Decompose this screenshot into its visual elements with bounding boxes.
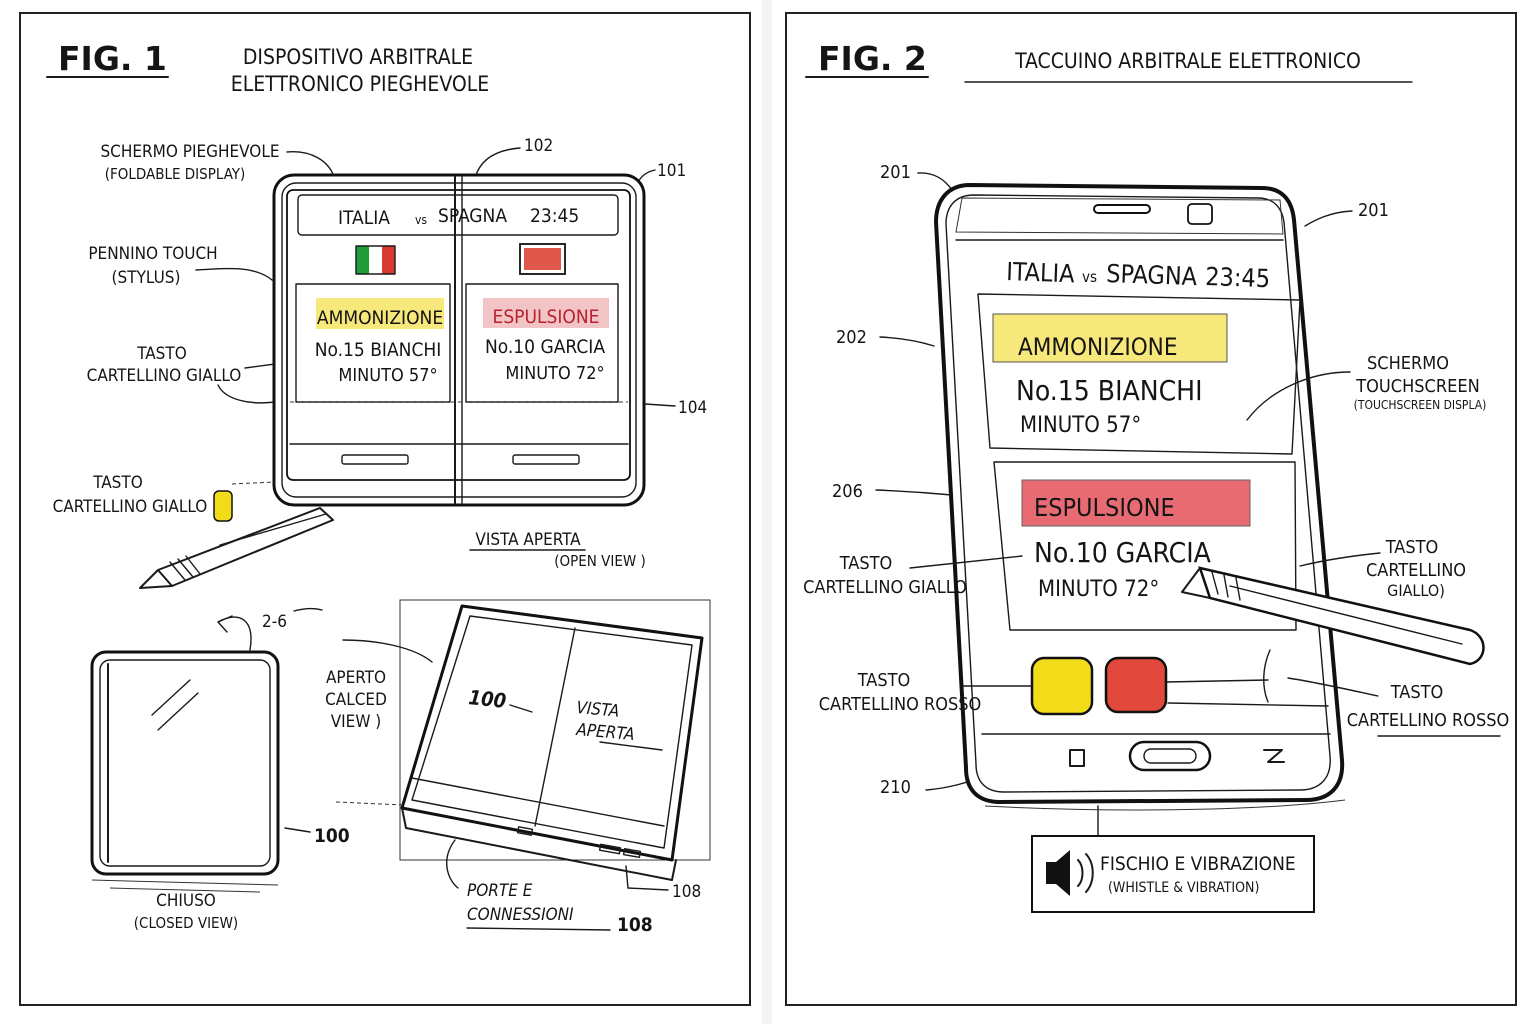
fig1-callout-yellow2-b: CARTELLINO GIALLO [53,497,208,517]
fig1-open-view-en: (OPEN VIEW ) [554,552,646,570]
fig2-ref-202: 202 [836,327,867,348]
fig1-yellow-card-button[interactable] [214,491,232,521]
fig1-open-device: ITALIA vs SPAGNA 23:45 AMMONIZIONE [274,175,644,505]
flag-spain-icon [520,244,565,274]
fig2-whistle-title: FISCHIO E VIBRAZIONE [1100,853,1296,875]
fig2-card1-player: No.15 BIANCHI [1016,374,1203,407]
fig1-vs: vs [415,213,427,227]
fig2-ref-206: 206 [832,481,863,502]
fig2-home-team: ITALIA [1006,257,1076,288]
fig1-callout-stylus-it: PENNINO TOUCH [88,244,217,264]
fig2-callout-touch-2: TOUCHSCREEN [1355,376,1479,397]
fig1-right-minute: MINUTO 72° [505,363,604,384]
fig2-yellow-card-button[interactable] [1032,658,1092,714]
fig2-callout-right-yellow-c: GIALLO) [1387,581,1445,600]
fig1-right-card-label: ESPULSIONE [493,306,600,328]
fig2-card2-label: ESPULSIONE [1034,493,1175,522]
fig1-right-player: No.10 GARCIA [485,336,605,358]
fig2-callout-left-yellow-b: CARTELLINO GIALLO [803,577,967,598]
fig2-ref-210: 210 [880,777,911,798]
stylus-icon [140,508,333,588]
fig1-ref-101: 101 [657,161,686,181]
flag-italy-icon [356,246,395,274]
fig1-title-line2: ELETTRONICO PIEGHEVOLE [231,72,489,96]
fig2-callout-left-red-a: TASTO [857,670,910,691]
fig2-ref-201-left: 201 [880,162,911,183]
fig1-ports-line1: PORTE E [467,881,533,901]
fig2-card1-label: AMMONIZIONE [1018,333,1177,361]
fig2-callout-touch-1: SCHERMO [1367,353,1449,374]
fig1-callout-display-en: (FOLDABLE DISPLAY) [105,165,246,183]
fig1-home-team: ITALIA [338,207,390,229]
fig1-apert-line1: APERTO [326,668,386,688]
fig1-ref-100-closed: 100 [314,825,350,847]
fig1-open-view-it: VISTA APERTA [475,530,581,550]
fig1-title-line1: DISPOSITIVO ARBITRALE [243,45,473,69]
fig1-closed-en: (CLOSED VIEW) [134,914,238,932]
fig2-label: FIG. 2 [818,39,927,78]
fig1-callout-display-it: SCHERMO PIEGHEVOLE [100,142,279,162]
fig1-closed-device [92,652,278,892]
fig2-card2-minute: MINUTO 72° [1038,577,1159,602]
fig1-ref-104: 104 [678,398,707,418]
fig2-callout-touch-3: (TOUCHSCREEN DISPLA) [1354,398,1487,412]
fig2-whistle-sub: (WHISTLE & VIBRATION) [1108,880,1259,896]
fig2-title: TACCUINO ARBITRALE ELETTRONICO [1014,49,1361,73]
fig1-ports-line2: CONNESSIONI [467,905,574,925]
fig2-callout-right-yellow-a: TASTO [1385,537,1438,558]
fig1-closed-it: CHIUSO [156,891,216,911]
fig2-callout-right-red-a: TASTO [1390,682,1443,703]
fig2-card1-minute: MINUTO 57° [1020,413,1141,438]
fig1-away-team: SPAGNA [438,205,507,227]
home-button-icon[interactable] [1130,742,1210,770]
fig2-callout-right-yellow-b: CARTELLINO [1366,560,1466,581]
fig2-vs: vs [1082,268,1097,286]
fig1-ref-26: 2-6 [262,612,287,632]
fig1-ref-108-b: 108 [617,914,653,936]
fig1-label: FIG. 1 [58,39,167,78]
fig1-match-time: 23:45 [530,205,579,227]
fig2-phone: ITALIA vs SPAGNA 23:45 AMMONIZIONE No.15… [936,185,1345,810]
fig1-open-panel-line1: VISTA [576,698,621,722]
fig1-ref-108-a: 108 [672,882,701,902]
fig2-match-time: 23:45 [1205,262,1271,293]
fig1-callout-stylus-en: (STYLUS) [112,268,181,288]
fig2-card2-player: No.10 GARCIA [1034,536,1212,569]
fig1-callout-yellow2-a: TASTO [92,473,143,493]
fig2-panel: FIG. 2 TACCUINO ARBITRALE ELETTRONICO 20… [803,39,1509,912]
fig1-ref-100-open: 100 [467,685,507,713]
fig1-tilted-device [336,600,710,880]
fig2-callout-left-yellow-a: TASTO [839,553,892,574]
fig2-away-team: SPAGNA [1106,259,1198,291]
fig2-red-card-button[interactable] [1106,658,1166,712]
fig1-apert-line3: VIEW ) [331,712,382,732]
fig1-callout-yellow1-a: TASTO [136,344,187,364]
fig1-apert-line2: CALCED [325,690,387,710]
fig1-left-minute: MINUTO 57° [338,365,437,386]
fig1-left-player: No.15 BIANCHI [315,339,442,361]
fig1-left-card-label: AMMONIZIONE [317,307,443,329]
fig1-score-header: ITALIA vs SPAGNA 23:45 [338,205,579,229]
fig2-callout-right-red-b: CARTELLINO ROSSO [1347,710,1510,731]
fig2-ref-201-right: 201 [1358,200,1389,221]
fig1-panel: FIG. 1 DISPOSITIVO ARBITRALE ELETTRONICO… [47,39,710,936]
fig2-callout-left-red-b: CARTELLINO ROSSO [819,694,982,715]
fig1-ref-102: 102 [524,136,553,156]
fig1-callout-yellow1-b: CARTELLINO GIALLO [87,366,242,386]
